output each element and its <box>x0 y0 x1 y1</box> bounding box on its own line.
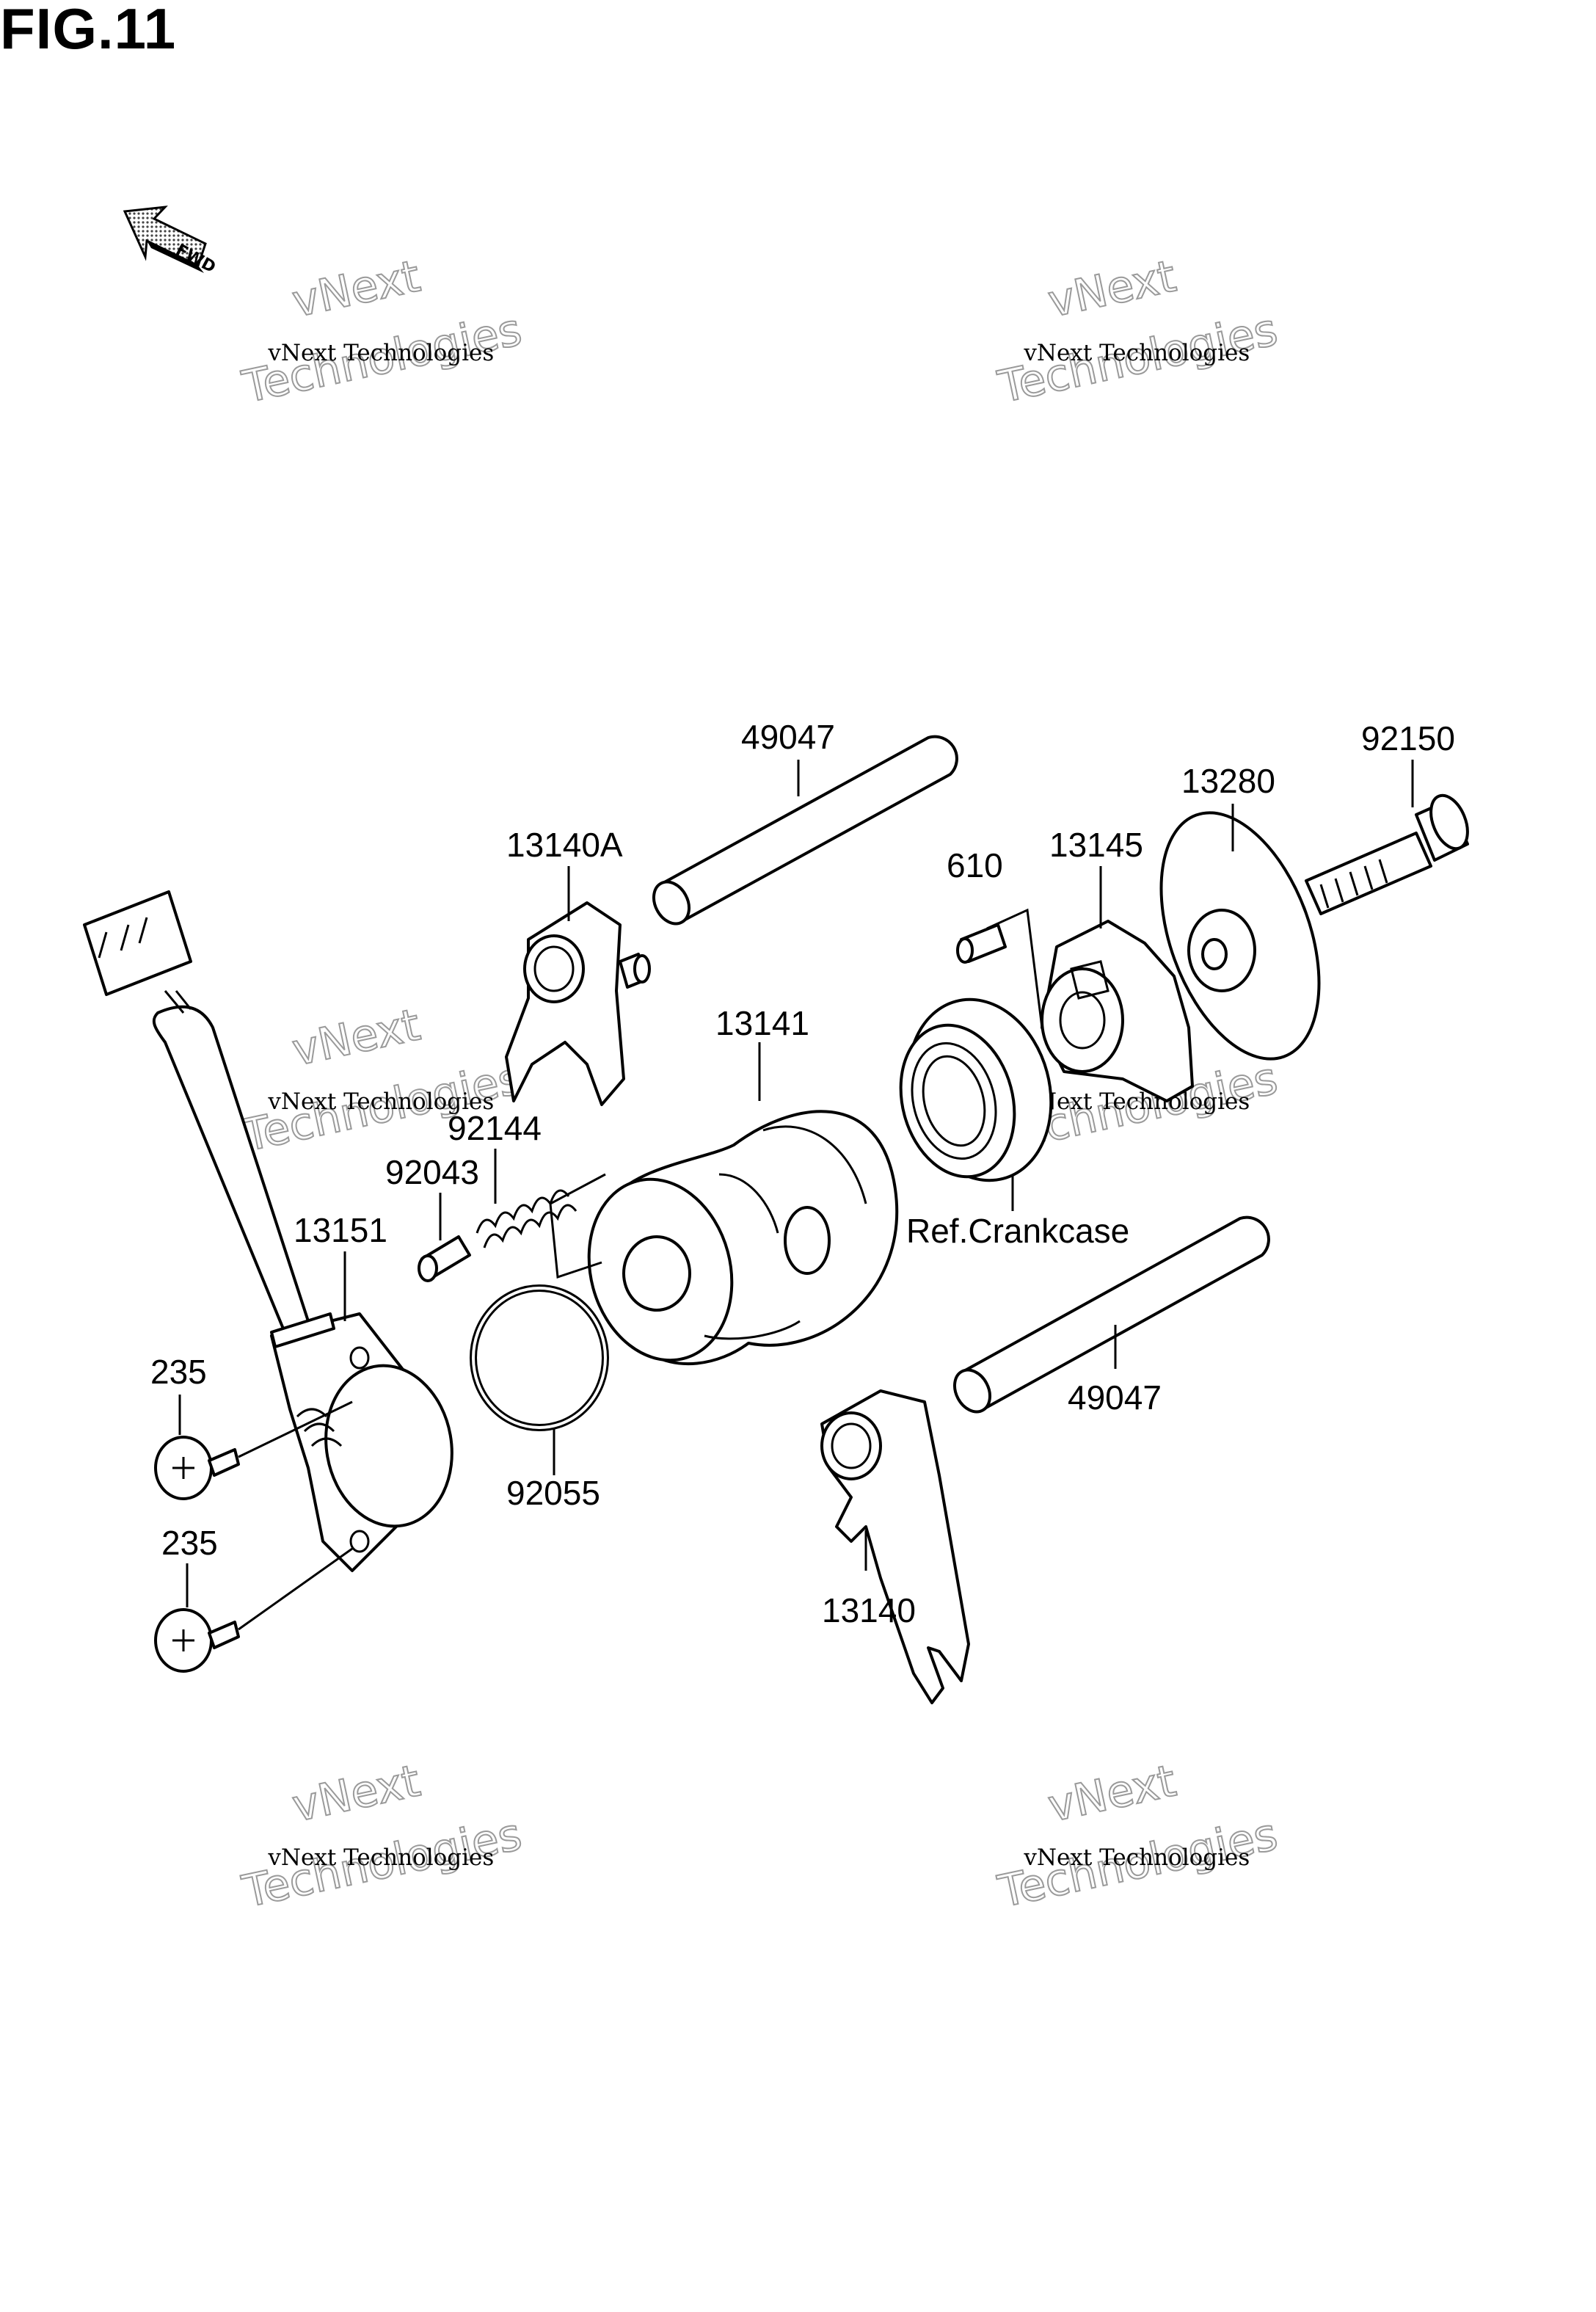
watermark-top-left: vNext Technologies vNext Technologies <box>237 250 527 414</box>
part-plate-13280 <box>1159 811 1321 1061</box>
label-49047-top: 49047 <box>741 718 835 756</box>
label-92043: 92043 <box>385 1153 479 1191</box>
leader-92144-92043-group <box>549 1173 606 1279</box>
part-pin-610 <box>956 923 1007 964</box>
svg-text:vNext: vNext <box>288 250 424 327</box>
part-shaft-49047-top <box>652 735 958 926</box>
svg-text:vNext Technologies: vNext Technologies <box>267 340 494 366</box>
leader-screw-a-to-sensor <box>238 1400 353 1458</box>
label-92150: 92150 <box>1361 719 1455 757</box>
label-13141: 13141 <box>715 1004 809 1042</box>
label-13140A: 13140A <box>506 826 623 864</box>
part-shaft-49047-bottom <box>953 1215 1270 1414</box>
svg-text:vNext: vNext <box>1043 250 1180 327</box>
svg-text:vNext Technologies: vNext Technologies <box>1023 1844 1250 1871</box>
svg-text:vNext Technologies: vNext Technologies <box>267 1088 494 1115</box>
watermark-bottom-right: vNext Technologies vNext Technologies <box>993 1754 1283 1919</box>
watermark-top-right: vNext Technologies vNext Technologies <box>993 250 1283 414</box>
part-bearing-crankcase <box>899 997 1053 1182</box>
part-fork-13140 <box>820 1389 970 1704</box>
svg-text:vNext: vNext <box>288 1755 424 1832</box>
label-13280: 13280 <box>1181 762 1275 800</box>
svg-text:vNext Technologies: vNext Technologies <box>267 1844 494 1871</box>
label-13145: 13145 <box>1049 826 1143 864</box>
watermark-bottom-left: vNext Technologies vNext Technologies <box>237 1754 527 1919</box>
label-92055: 92055 <box>506 1474 600 1512</box>
part-pin-92043 <box>418 1235 471 1282</box>
leader-screw-b-to-sensor <box>238 1547 353 1631</box>
label-235-a: 235 <box>150 1353 207 1391</box>
part-screw-235-a <box>154 1436 240 1500</box>
label-13140: 13140 <box>822 1591 916 1629</box>
fwd-arrow-icon: FWD <box>123 206 219 277</box>
part-screw-235-b <box>154 1608 240 1673</box>
part-drum-13141 <box>587 1110 898 1366</box>
svg-text:vNext Technologies: vNext Technologies <box>1023 1088 1250 1115</box>
part-sensor-13151 <box>83 890 453 1572</box>
figure-title: FIG.11 <box>0 0 177 61</box>
part-bolt-92150 <box>1305 793 1469 915</box>
label-13151: 13151 <box>294 1211 387 1249</box>
svg-text:vNext: vNext <box>1043 1755 1180 1832</box>
label-610: 610 <box>947 846 1003 884</box>
part-cam-13145 <box>1041 920 1194 1102</box>
label-235-b: 235 <box>161 1524 218 1562</box>
svg-text:vNext: vNext <box>288 999 424 1076</box>
label-ref-crankcase: Ref.Crankcase <box>906 1212 1129 1250</box>
label-49047-bottom: 49047 <box>1068 1378 1162 1417</box>
part-oring-92055 <box>470 1284 609 1431</box>
part-spring-92144 <box>475 1189 577 1248</box>
part-fork-13140A <box>505 901 651 1106</box>
label-92144: 92144 <box>448 1109 542 1147</box>
svg-text:vNext Technologies: vNext Technologies <box>1023 340 1250 366</box>
